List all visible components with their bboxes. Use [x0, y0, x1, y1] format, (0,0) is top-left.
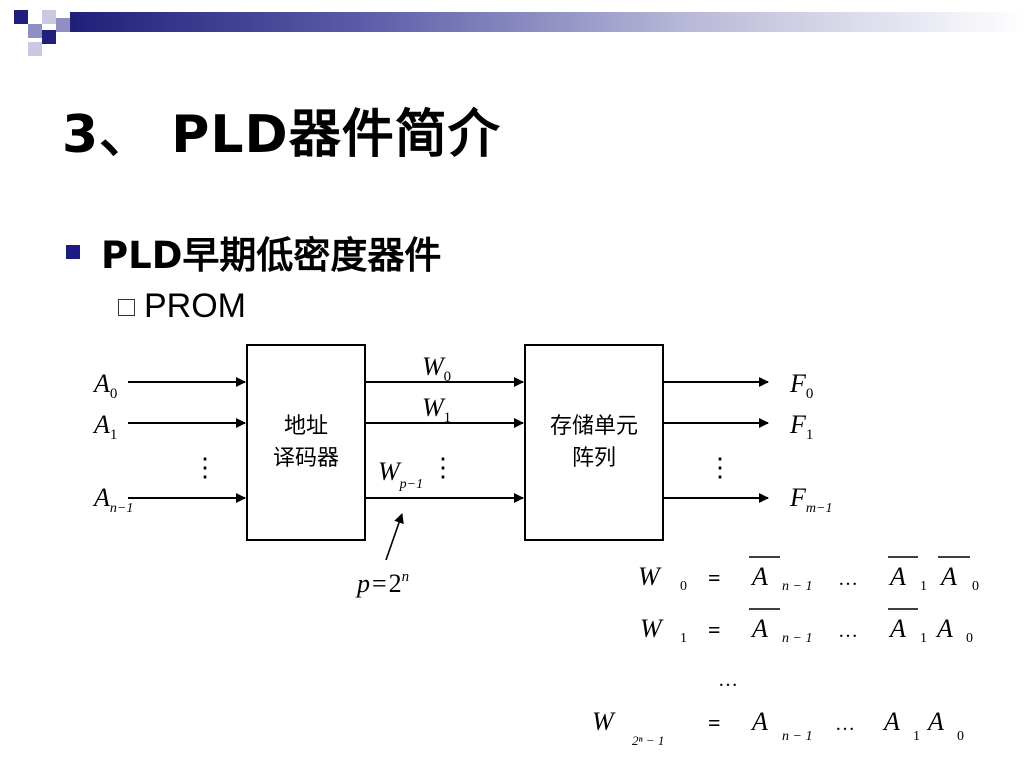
address-decoder-block — [246, 344, 366, 541]
equation-var-sub: n − 1 — [782, 631, 812, 646]
equation-eq: = — [708, 565, 721, 590]
equation-var-sub: 0 — [957, 729, 964, 744]
output-label-f1: F1 — [789, 410, 813, 443]
sub-bullet-marker — [118, 299, 135, 316]
word-line-label-w1: W1 — [422, 393, 451, 426]
input-label-a1: A1 — [92, 410, 117, 443]
p-formula: p=2n — [355, 569, 409, 598]
decorative-square — [42, 30, 56, 44]
equation-var-sub: n − 1 — [782, 579, 812, 594]
decorative-square — [28, 24, 42, 38]
equation-var-sub: 0 — [966, 631, 973, 646]
decorative-square — [56, 18, 70, 32]
input-vdots: ⋮ — [192, 453, 218, 482]
equation-var-sub: n − 1 — [782, 729, 812, 744]
decorative-square — [28, 42, 42, 56]
sub-bullet-text: PROM — [144, 287, 246, 325]
equation-var: A — [750, 707, 768, 736]
output-vdots: ⋮ — [707, 453, 733, 482]
memory-label-line2: 阵列 — [572, 446, 616, 471]
equation-var-sub: 0 — [972, 579, 979, 594]
p-pointer-arrow — [385, 513, 404, 561]
bullet-text: PLD早期低密度器件 — [101, 234, 442, 277]
equation-var: A — [888, 562, 906, 591]
equation-var: A — [750, 562, 768, 591]
output-label-fm1: Fm−1 — [789, 483, 832, 516]
equation-dots: … — [838, 568, 858, 590]
word-line-vdots: ⋮ — [430, 453, 456, 482]
decoder-label-line1: 地址 — [284, 414, 328, 439]
equation-var-sub: 1 — [920, 631, 927, 646]
equation-var: A — [926, 707, 944, 736]
equation-var: A — [882, 707, 900, 736]
equation-lhs-sub: 2ⁿ − 1 — [632, 733, 664, 748]
equation-lhs: W — [638, 562, 662, 591]
decorative-square — [42, 10, 56, 24]
equation-lhs: W — [640, 614, 664, 643]
equation-var: A — [939, 562, 957, 591]
input-label-an1: An−1 — [92, 483, 133, 516]
equation-eq: = — [708, 710, 721, 735]
equation-var-sub: 1 — [920, 579, 927, 594]
input-label-a0: A0 — [92, 369, 117, 402]
memory-array-block — [524, 344, 664, 541]
equation-var: A — [750, 614, 768, 643]
output-label-f0: F0 — [789, 369, 813, 402]
word-line-label-w0: W0 — [422, 352, 451, 385]
word-line-label-wp1: Wp−1 — [378, 457, 423, 492]
equation-dots: … — [838, 620, 858, 642]
bullet-marker — [66, 245, 80, 259]
equation-var: A — [888, 614, 906, 643]
decoder-equations: W 0 = A n − 1 … A 1 A 0 W 1 = A n − 1 … … — [592, 556, 979, 748]
decorative-square — [14, 10, 28, 24]
decoder-label-line2: 译码器 — [273, 446, 339, 471]
memory-label-line1: 存储单元 — [550, 414, 638, 439]
equation-vdots: … — [718, 669, 738, 691]
decorative-gradient-bar — [70, 12, 1024, 32]
equation-lhs-sub: 0 — [680, 579, 687, 594]
slide-title: 3、 PLD器件简介 — [62, 105, 501, 165]
equation-dots: … — [835, 713, 855, 735]
equation-var: A — [935, 614, 953, 643]
equation-lhs: W — [592, 707, 616, 736]
equation-var-sub: 1 — [913, 729, 920, 744]
equation-eq: = — [708, 617, 721, 642]
equation-lhs-sub: 1 — [680, 631, 687, 646]
